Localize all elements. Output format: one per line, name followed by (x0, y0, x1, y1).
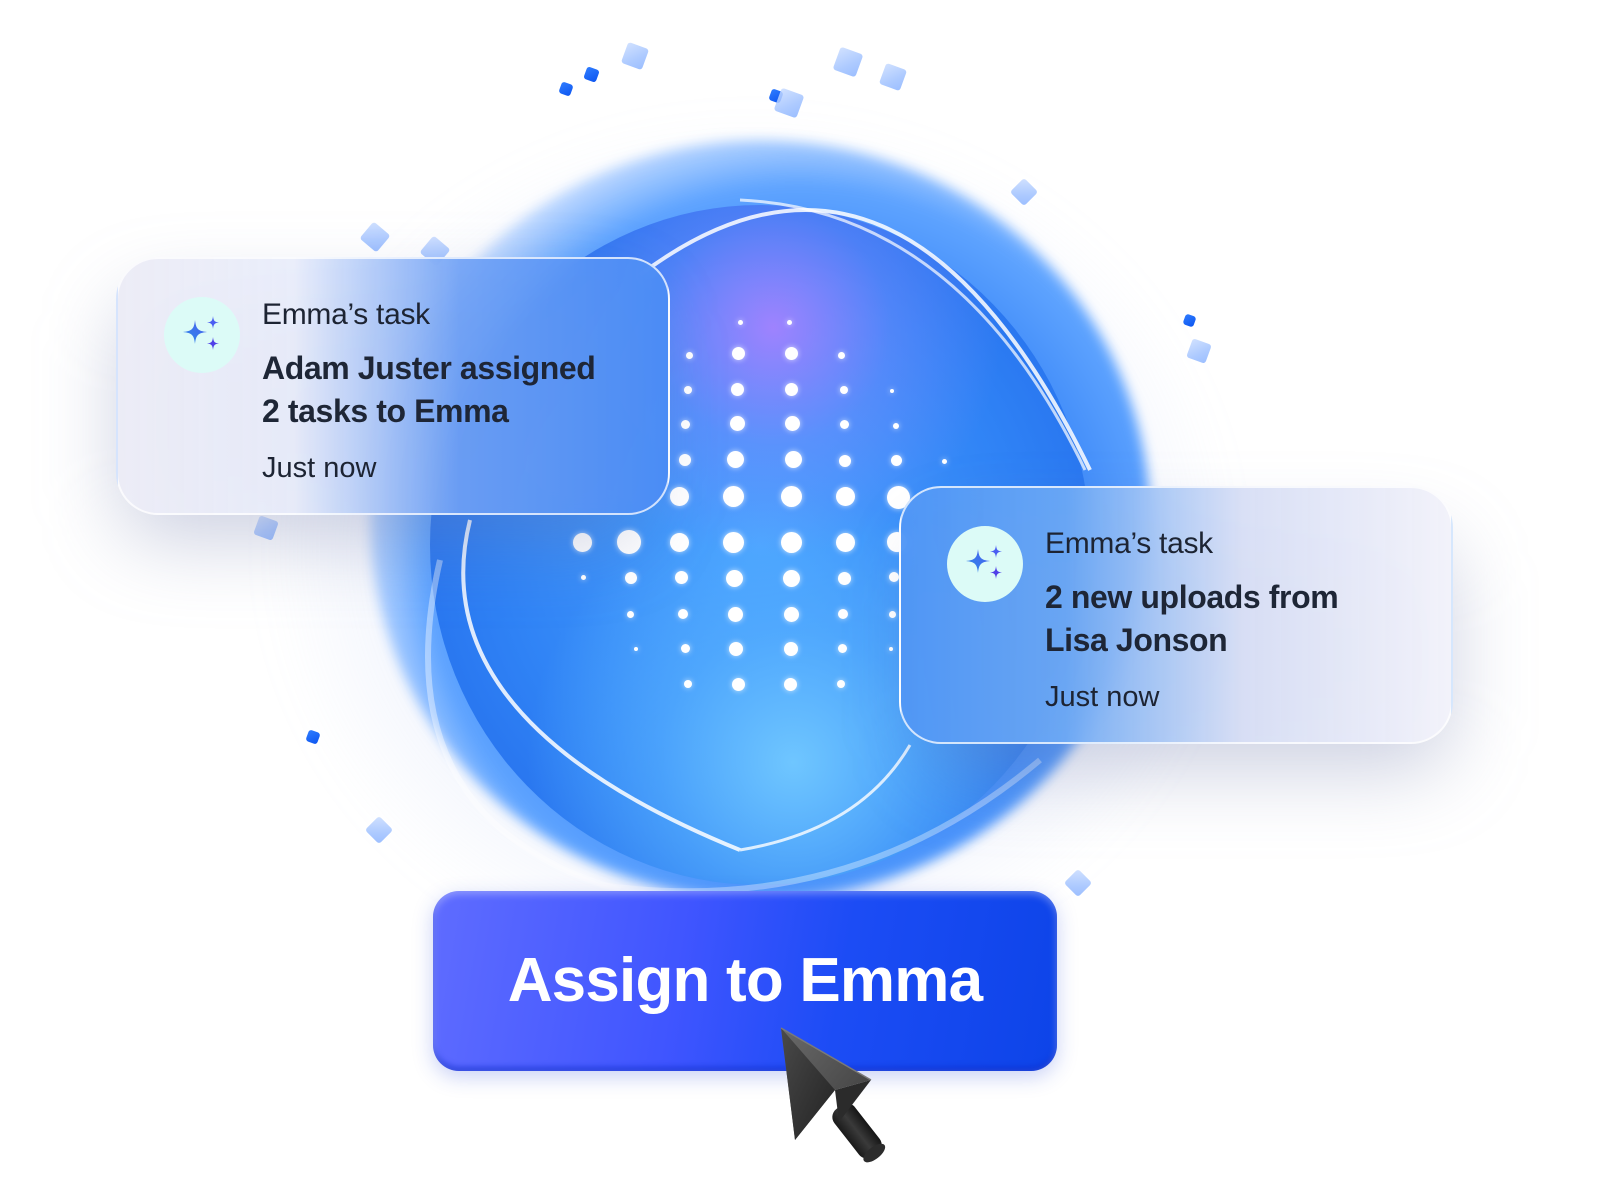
assign-to-emma-button[interactable]: Assign to Emma (433, 891, 1057, 1071)
notification-message: Adam Juster assigned 2 tasks to Emma (262, 350, 596, 429)
sparkles-icon (164, 297, 240, 373)
notification-card-assigned[interactable]: Emma’s task Adam Juster assigned 2 tasks… (116, 257, 670, 515)
notification-content: Emma’s task 2 new uploads from Lisa Jons… (1045, 526, 1339, 714)
notification-timestamp: Just now (1045, 681, 1160, 713)
notification-title: Emma’s task (1045, 527, 1213, 560)
assign-button-label: Assign to Emma (507, 946, 983, 1015)
notification-title: Emma’s task (262, 298, 430, 331)
notification-content: Emma’s task Adam Juster assigned 2 tasks… (262, 297, 596, 485)
pointer-cursor-icon (780, 1027, 886, 1163)
notification-message: 2 new uploads from Lisa Jonson (1045, 579, 1339, 658)
sparkles-icon (947, 526, 1023, 602)
notification-card-uploads[interactable]: Emma’s task 2 new uploads from Lisa Jons… (899, 486, 1453, 744)
notification-timestamp: Just now (262, 452, 377, 484)
